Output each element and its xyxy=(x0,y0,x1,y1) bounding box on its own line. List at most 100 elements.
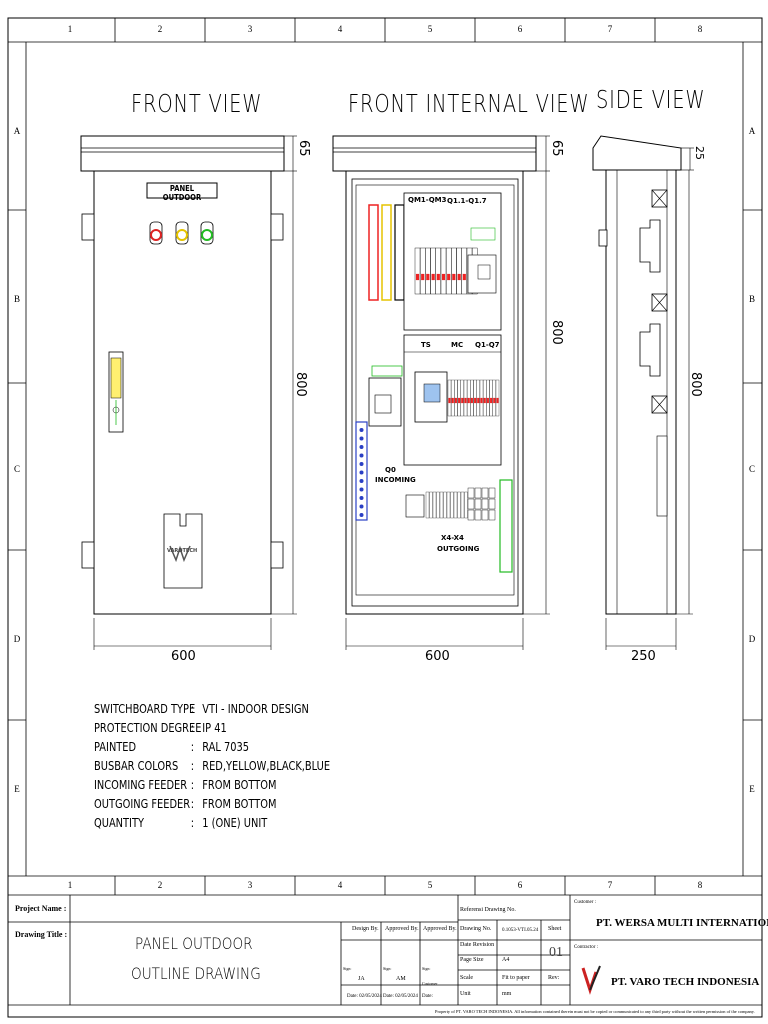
front-roof-dim: 65 xyxy=(296,140,311,157)
spec-separator: : xyxy=(190,778,195,792)
grid-col-label-bottom: 5 xyxy=(427,880,433,890)
door-handle xyxy=(108,351,124,433)
grid-col-label-bottom: 2 xyxy=(157,880,163,890)
grid-col-label-bottom: 1 xyxy=(67,880,73,890)
spec-label: OUTGOING FEEDER xyxy=(94,797,191,811)
front-view-title: FRONT VIEW xyxy=(131,89,263,118)
side-busbar-supports xyxy=(651,189,668,414)
label-x4: X4-X4 xyxy=(441,534,464,542)
rev-label: Rev: xyxy=(548,975,560,981)
grid-row-label-right: B xyxy=(748,294,755,304)
side-view-title: SIDE VIEW xyxy=(596,85,706,114)
date-1: Date: 02/05/2024 xyxy=(347,994,382,999)
green-terminal-strip xyxy=(499,479,513,573)
internal-roof-dim: 65 xyxy=(549,140,564,157)
bottom-grid-ticks xyxy=(114,876,656,895)
pilot-lamp-green xyxy=(200,221,214,245)
nameplate xyxy=(146,182,218,199)
grid-col-label-bottom: 7 xyxy=(607,880,613,890)
label-q11: Q1.1-Q1.7 xyxy=(447,197,487,205)
grid-col-label-top: 5 xyxy=(427,24,433,34)
spec-separator: : xyxy=(190,740,195,754)
logo-text: VAROTECH xyxy=(167,548,198,554)
spec-label: PAINTED xyxy=(94,740,137,754)
internal-height-dim: 800 xyxy=(549,320,564,345)
grid-row-label-right: A xyxy=(748,126,756,136)
title-block-lines xyxy=(8,895,762,1006)
design-name: JA xyxy=(358,976,365,982)
grid-col-label-top: 1 xyxy=(67,24,73,34)
sheet-label: Sheet xyxy=(548,926,562,932)
spec-value: 1 (ONE) UNIT xyxy=(202,816,268,830)
project-name-label: Project Name : xyxy=(15,904,67,913)
drawing-title-label: Drawing Title : xyxy=(15,930,68,939)
spec-label: PROTECTION DEGREE xyxy=(94,721,202,735)
drawing-title-line1: PANEL OUTDOOR xyxy=(135,934,253,953)
grid-col-label-top: 6 xyxy=(517,24,523,34)
nameplate-text: PANEL OUTDOOR xyxy=(162,184,202,202)
spec-value: VTI - INDOOR DESIGN xyxy=(202,702,309,716)
date-3: Date: xyxy=(422,994,433,999)
internal-view-title: FRONT INTERNAL VIEW xyxy=(348,89,590,118)
grid-col-label-bottom: 6 xyxy=(517,880,523,890)
footer-note: Property of PT. VARO TECH INDONESIA. All… xyxy=(435,1009,755,1014)
sign-label-1: Sign: xyxy=(343,966,352,971)
label-q0: Q0 xyxy=(385,466,396,474)
side-roof xyxy=(592,135,682,171)
internal-width-dim: 600 xyxy=(425,649,450,664)
side-breaker-profiles xyxy=(639,219,668,517)
label-incoming: INCOMING xyxy=(375,476,416,484)
scale-value: Fit to paper xyxy=(502,975,530,981)
spec-label: BUSBAR COLORS xyxy=(94,759,179,773)
grid-row-label-left: B xyxy=(13,294,20,304)
grid-row-label-left: E xyxy=(14,784,20,794)
grid-col-label-top: 3 xyxy=(247,24,253,34)
ref-drawing-label: Referensi Drawing No. xyxy=(460,907,516,913)
spec-label: SWITCHBOARD TYPE xyxy=(94,702,196,716)
approved-name: AM xyxy=(396,976,406,982)
grid-col-label-top: 8 xyxy=(697,24,703,34)
grid-row-label-left: C xyxy=(13,464,20,474)
hinge-top-left xyxy=(81,213,95,241)
side-depth-dim: 250 xyxy=(631,649,656,664)
label-mc: MC xyxy=(451,341,464,349)
label-ts: TS xyxy=(421,341,431,349)
customer-cell-label: Customer xyxy=(422,981,438,986)
approved-by-label-1: Approved By. xyxy=(385,926,419,932)
internal-roof xyxy=(332,135,537,172)
hinge-top-right xyxy=(270,213,284,241)
logo-plate xyxy=(163,513,203,589)
contractor-name: PT. VARO TECH INDONESIA xyxy=(611,976,760,988)
front-width-dim: 600 xyxy=(171,649,196,664)
side-handle xyxy=(598,229,608,247)
side-roof-dim: 25 xyxy=(693,146,706,160)
sign-label-3: Sign: xyxy=(422,966,431,971)
spec-separator: : xyxy=(190,721,195,735)
spec-separator: : xyxy=(190,759,195,773)
spec-separator: : xyxy=(190,797,195,811)
pilot-lamp-red xyxy=(149,221,163,245)
side-grid-ticks xyxy=(8,209,762,721)
top-grid-ticks xyxy=(114,18,656,42)
drawing-no-label: Drawing No. xyxy=(460,926,492,932)
contractor-logo xyxy=(581,965,601,995)
grid-col-label-top: 7 xyxy=(607,24,613,34)
label-q1q7: Q1-Q7 xyxy=(475,341,500,349)
spec-separator: : xyxy=(190,702,195,716)
spec-separator: : xyxy=(190,816,195,830)
internal-view-drawing xyxy=(332,135,550,650)
grid-col-label-top: 2 xyxy=(157,24,163,34)
grid-col-label-bottom: 8 xyxy=(697,880,703,890)
label-outgoing: OUTGOING xyxy=(437,545,480,553)
grid-col-label-bottom: 4 xyxy=(337,880,343,890)
unit-label: Unit xyxy=(460,991,471,997)
spec-label: INCOMING FEEDER xyxy=(94,778,188,792)
spec-value: IP 41 xyxy=(202,721,227,735)
customer-name: PT. WERSA MULTI INTERNATIONAL xyxy=(596,917,768,929)
front-height-dim: 800 xyxy=(293,372,308,397)
busbars xyxy=(368,204,405,301)
mid-breaker-row xyxy=(447,379,500,417)
drawing-no-value: 0.1053-VTI.05.24 xyxy=(502,928,539,933)
hinge-bottom-left xyxy=(81,541,95,569)
